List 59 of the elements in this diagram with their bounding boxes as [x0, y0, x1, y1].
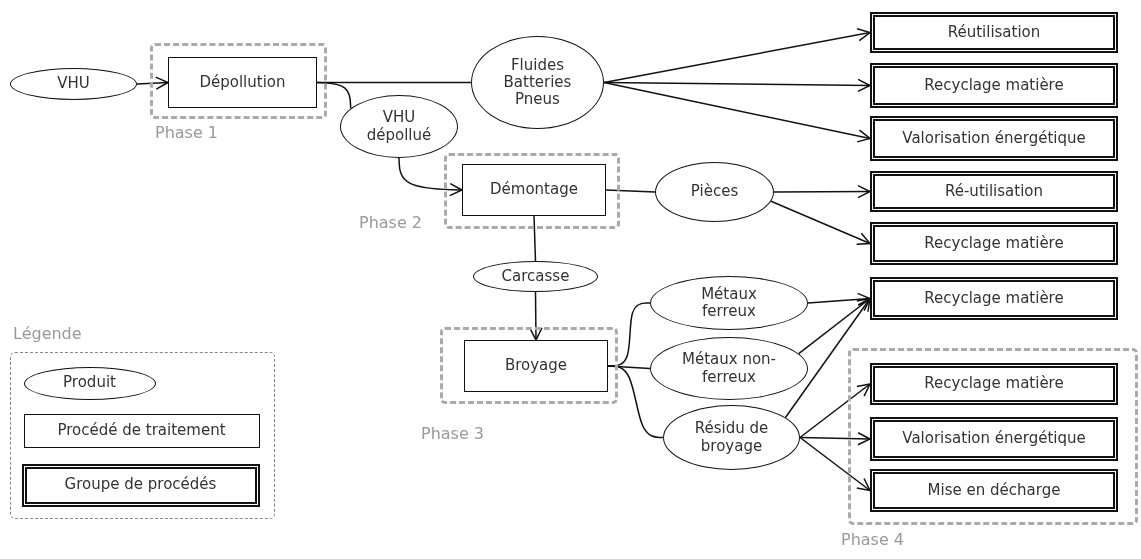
node-label: Valorisation énergétique — [902, 430, 1086, 448]
node-label: VHU — [57, 75, 90, 93]
arrow — [770, 200, 871, 246]
arrow — [136, 76, 169, 90]
node-label: Démontage — [490, 181, 578, 199]
node-label: Broyage — [504, 357, 568, 375]
process-group-box — [870, 63, 1118, 108]
node-label: Recyclage matière — [924, 375, 1064, 393]
process-group-box — [870, 12, 1118, 53]
phase-label: Phase 4 — [841, 531, 905, 550]
node-label: Procédé de traitement — [57, 421, 226, 440]
legend-title: Légende — [13, 325, 82, 344]
node-label: Métaux non-ferreux — [681, 351, 777, 386]
arrow — [784, 297, 871, 419]
connector-line — [533, 215, 537, 262]
process-group-box — [870, 171, 1118, 212]
node-label: Produit — [63, 374, 116, 392]
node-label: Recyclage matière — [924, 289, 1064, 308]
arrow — [603, 28, 871, 84]
phase-label: Phase 1 — [155, 124, 219, 143]
arrow — [398, 157, 463, 197]
process-box — [462, 164, 606, 216]
phase-label: Phase 2 — [359, 214, 423, 233]
process-group-box — [21, 463, 260, 507]
node-label: Groupe de procédés — [64, 476, 217, 494]
process-group-box — [870, 222, 1118, 265]
node-label: Dépollution — [199, 73, 286, 92]
node-label: VHU dépollué — [365, 109, 433, 144]
node-label: Fluides Batteries Pneus — [502, 56, 573, 109]
process-box — [23, 413, 260, 448]
arrow — [603, 81, 871, 143]
node-label: Mise en décharge — [927, 481, 1061, 500]
node-label: Pièces — [690, 183, 739, 201]
connector-line — [605, 189, 656, 193]
arrow — [799, 436, 871, 492]
arrow — [773, 184, 871, 199]
node-label: Recyclage matière — [924, 234, 1064, 253]
process-group-box — [870, 363, 1118, 405]
process-group-box — [870, 277, 1118, 320]
node-label: Résidu de broyage — [693, 420, 770, 455]
arrow — [529, 291, 543, 341]
node-label: Recyclage matière — [924, 76, 1064, 95]
node-label: Valorisation énergétique — [902, 129, 1086, 148]
node-label: Carcasse — [501, 267, 570, 286]
phase-label: Phase 3 — [421, 425, 485, 444]
arrow — [799, 383, 871, 439]
node-label: Réutilisation — [947, 23, 1041, 42]
node-label: Métaux ferreux — [700, 285, 758, 321]
process-group-box — [870, 116, 1118, 161]
arrow — [799, 432, 871, 446]
connector-line — [316, 81, 352, 110]
process-box — [168, 57, 317, 108]
process-box — [464, 340, 608, 392]
arrow — [807, 292, 871, 307]
process-group-box — [870, 469, 1118, 512]
node-label: Ré-utilisation — [945, 182, 1043, 201]
process-group-box — [870, 417, 1118, 461]
connector-line — [607, 365, 664, 439]
arrow — [798, 297, 871, 355]
